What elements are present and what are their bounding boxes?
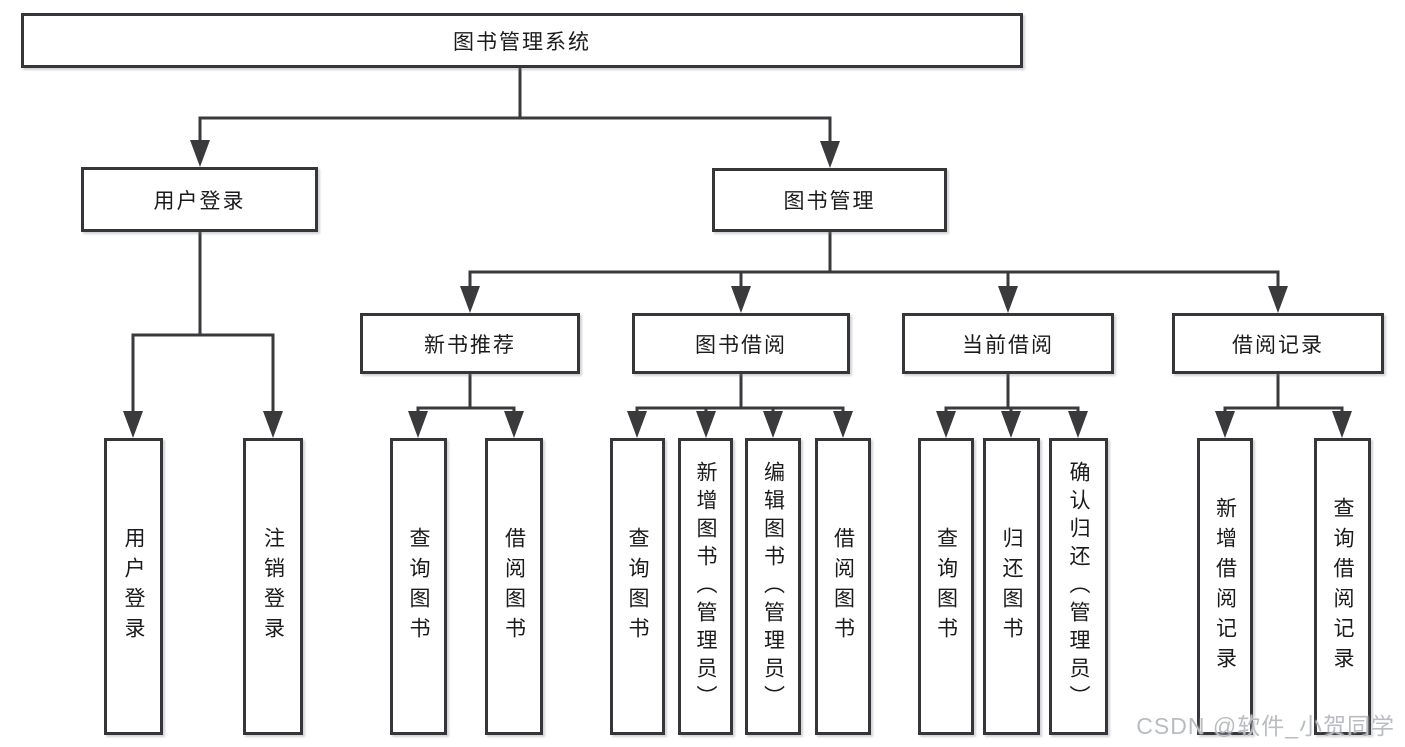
node-current-borrow: 当前借阅 — [902, 313, 1114, 374]
connector-user-login-to-leaves — [123, 230, 283, 438]
connector-new-book-to-leaves — [408, 372, 524, 438]
csdn-watermark: CSDN @软件_小贺同学 — [1136, 713, 1395, 739]
leaf-borrow-books-borrow: 借阅图书 — [815, 438, 871, 735]
leaf-query-books-borrow: 查询图书 — [610, 438, 665, 735]
connector-book-borrow-to-leaves — [627, 372, 853, 438]
node-root: 图书管理系统 — [21, 13, 1023, 68]
leaf-user-login: 用户登录 — [104, 438, 163, 735]
leaf-edit-book-admin: 编辑图书（管理员） — [745, 438, 801, 735]
node-book-management: 图书管理 — [712, 168, 947, 232]
connector-book-management-to-level3 — [460, 230, 1288, 313]
leaf-return-book: 归还图书 — [983, 438, 1040, 735]
leaf-query-books-newbook: 查询图书 — [390, 438, 447, 735]
connector-current-borrow-to-leaves — [936, 372, 1088, 438]
node-book-borrow: 图书借阅 — [632, 313, 850, 374]
node-new-book-recommend: 新书推荐 — [360, 313, 580, 374]
leaf-query-books-current: 查询图书 — [918, 438, 974, 735]
leaf-confirm-return-admin: 确认归还（管理员） — [1049, 438, 1108, 735]
leaf-logout: 注销登录 — [243, 438, 303, 735]
leaf-add-borrow-record: 新增借阅记录 — [1197, 438, 1253, 735]
leaf-add-book-admin: 新增图书（管理员） — [678, 438, 733, 735]
node-borrow-records: 借阅记录 — [1172, 313, 1384, 374]
leaf-query-borrow-record: 查询借阅记录 — [1314, 438, 1371, 735]
leaf-borrow-books-newbook: 借阅图书 — [485, 438, 543, 735]
connector-root-to-level2 — [190, 66, 840, 168]
connector-borrow-record-to-leaves — [1215, 372, 1352, 438]
node-user-login: 用户登录 — [81, 167, 318, 232]
